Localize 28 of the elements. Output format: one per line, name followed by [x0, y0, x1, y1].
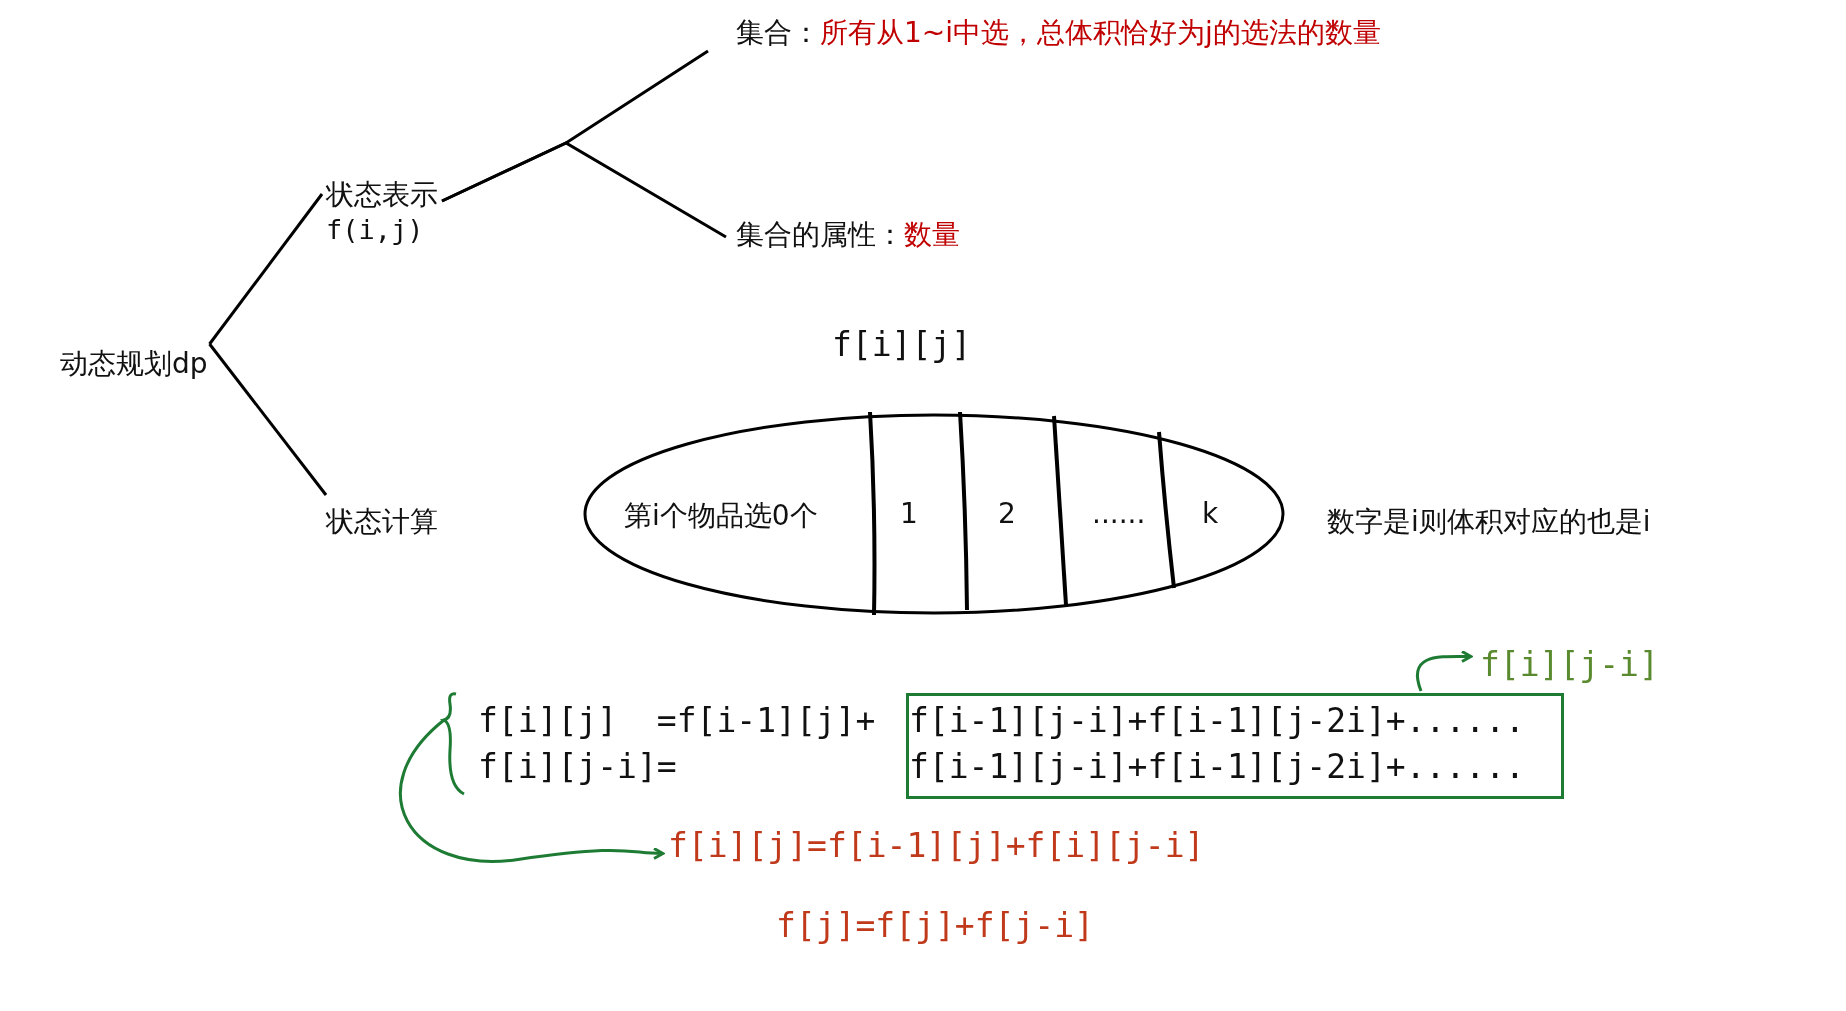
- connector-line: [441, 141, 727, 239]
- arrow: [1416, 649, 1473, 692]
- highlight-box: [906, 693, 1564, 799]
- equation-text: f[i-1][j-i]+f[i-1][j-2i]+......: [909, 700, 1525, 742]
- segment-label: ......: [1092, 497, 1146, 530]
- segment-label: 2: [998, 497, 1016, 530]
- equation-text: f[i-1][j-i]+f[i-1][j-2i]+......: [909, 746, 1525, 788]
- formula-text: f[i][j-i]: [1480, 645, 1659, 684]
- equation-text: f[i][j-i]=: [478, 746, 678, 788]
- formula-text: f(i,j): [326, 214, 425, 245]
- segment-label: 第i个物品选0个: [624, 497, 818, 535]
- topic-label: 动态规划dp: [60, 345, 208, 383]
- connector-line: [208, 193, 324, 345]
- formula-text: f[j]=f[j]+f[j-i]: [776, 906, 1094, 945]
- formula-text: f[i][j]=f[i-1][j]+f[i][j-i]: [668, 826, 1205, 865]
- note-text: 数字是i则体积对应的也是i: [1327, 504, 1651, 540]
- branch-label: 状态计算: [326, 503, 438, 541]
- formula-text: f[i][j]: [832, 325, 972, 364]
- branch-label: 集合的属性：: [736, 218, 904, 251]
- segment-label: 1: [900, 497, 918, 530]
- segment-label: k: [1202, 497, 1219, 530]
- branch-label: 集合：: [736, 16, 820, 49]
- arrow: [399, 718, 665, 863]
- definition-text: 所有从1~i中选，总体积恰好为j的选法的数量: [820, 16, 1381, 49]
- equation-text: f[i][j] =f[i-1][j]+: [478, 700, 876, 742]
- branch-label: 状态表示: [326, 177, 438, 213]
- connector-line: [208, 343, 328, 496]
- value-text: 数量: [904, 218, 960, 251]
